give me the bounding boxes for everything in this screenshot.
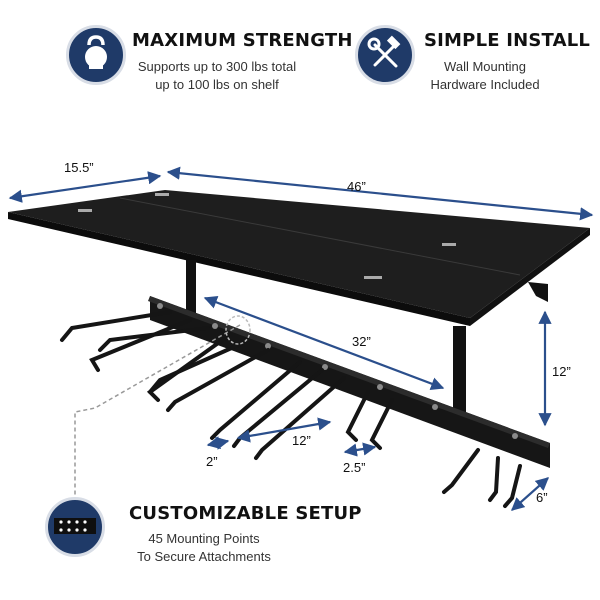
dimension-lines [8,166,594,511]
strength-title: MAXIMUM STRENGTH [132,30,353,51]
install-title: SIMPLE INSTALL [424,30,591,51]
setup-badge [45,497,105,557]
width-line [166,166,594,221]
rail-line [203,296,445,390]
callout-guide [74,324,241,498]
install-badge [355,25,415,85]
hook-gap-line [236,417,332,443]
hook-length-line [511,477,549,511]
setup-line-1: 45 Mounting Points [148,531,260,546]
hook-25in-label: 2.5” [343,460,366,475]
kettlebell-icon [85,35,107,69]
left-bracket [186,260,196,320]
depth-line [8,171,162,203]
hook-2in-line [206,436,230,450]
setup-line-2: To Secure Attachments [137,549,271,564]
strength-badge [66,25,126,85]
install-line-1: Wall Mounting [444,59,526,74]
setup-title: CUSTOMIZABLE SETUP [129,503,362,524]
hammer-wrench-icon [367,35,401,68]
height-label: 12” [552,364,571,379]
rail-label: 32” [352,334,371,349]
width-label: 46” [347,179,366,194]
shelf-top [8,190,590,326]
hook-25in-line [343,442,377,457]
hook-length-label: 6” [536,490,548,505]
strength-line-1: Supports up to 300 lbs total [137,59,297,74]
mounting-plate-icon [54,518,96,534]
hook-gap-label: 12” [292,433,311,448]
right-bracket [453,326,466,420]
depth-label: 15.5” [64,160,94,175]
strength-line-2: up to 100 lbs on shelf [155,77,279,92]
hook-2in-label: 2” [206,454,218,469]
install-line-2: Hardware Included [430,77,540,92]
